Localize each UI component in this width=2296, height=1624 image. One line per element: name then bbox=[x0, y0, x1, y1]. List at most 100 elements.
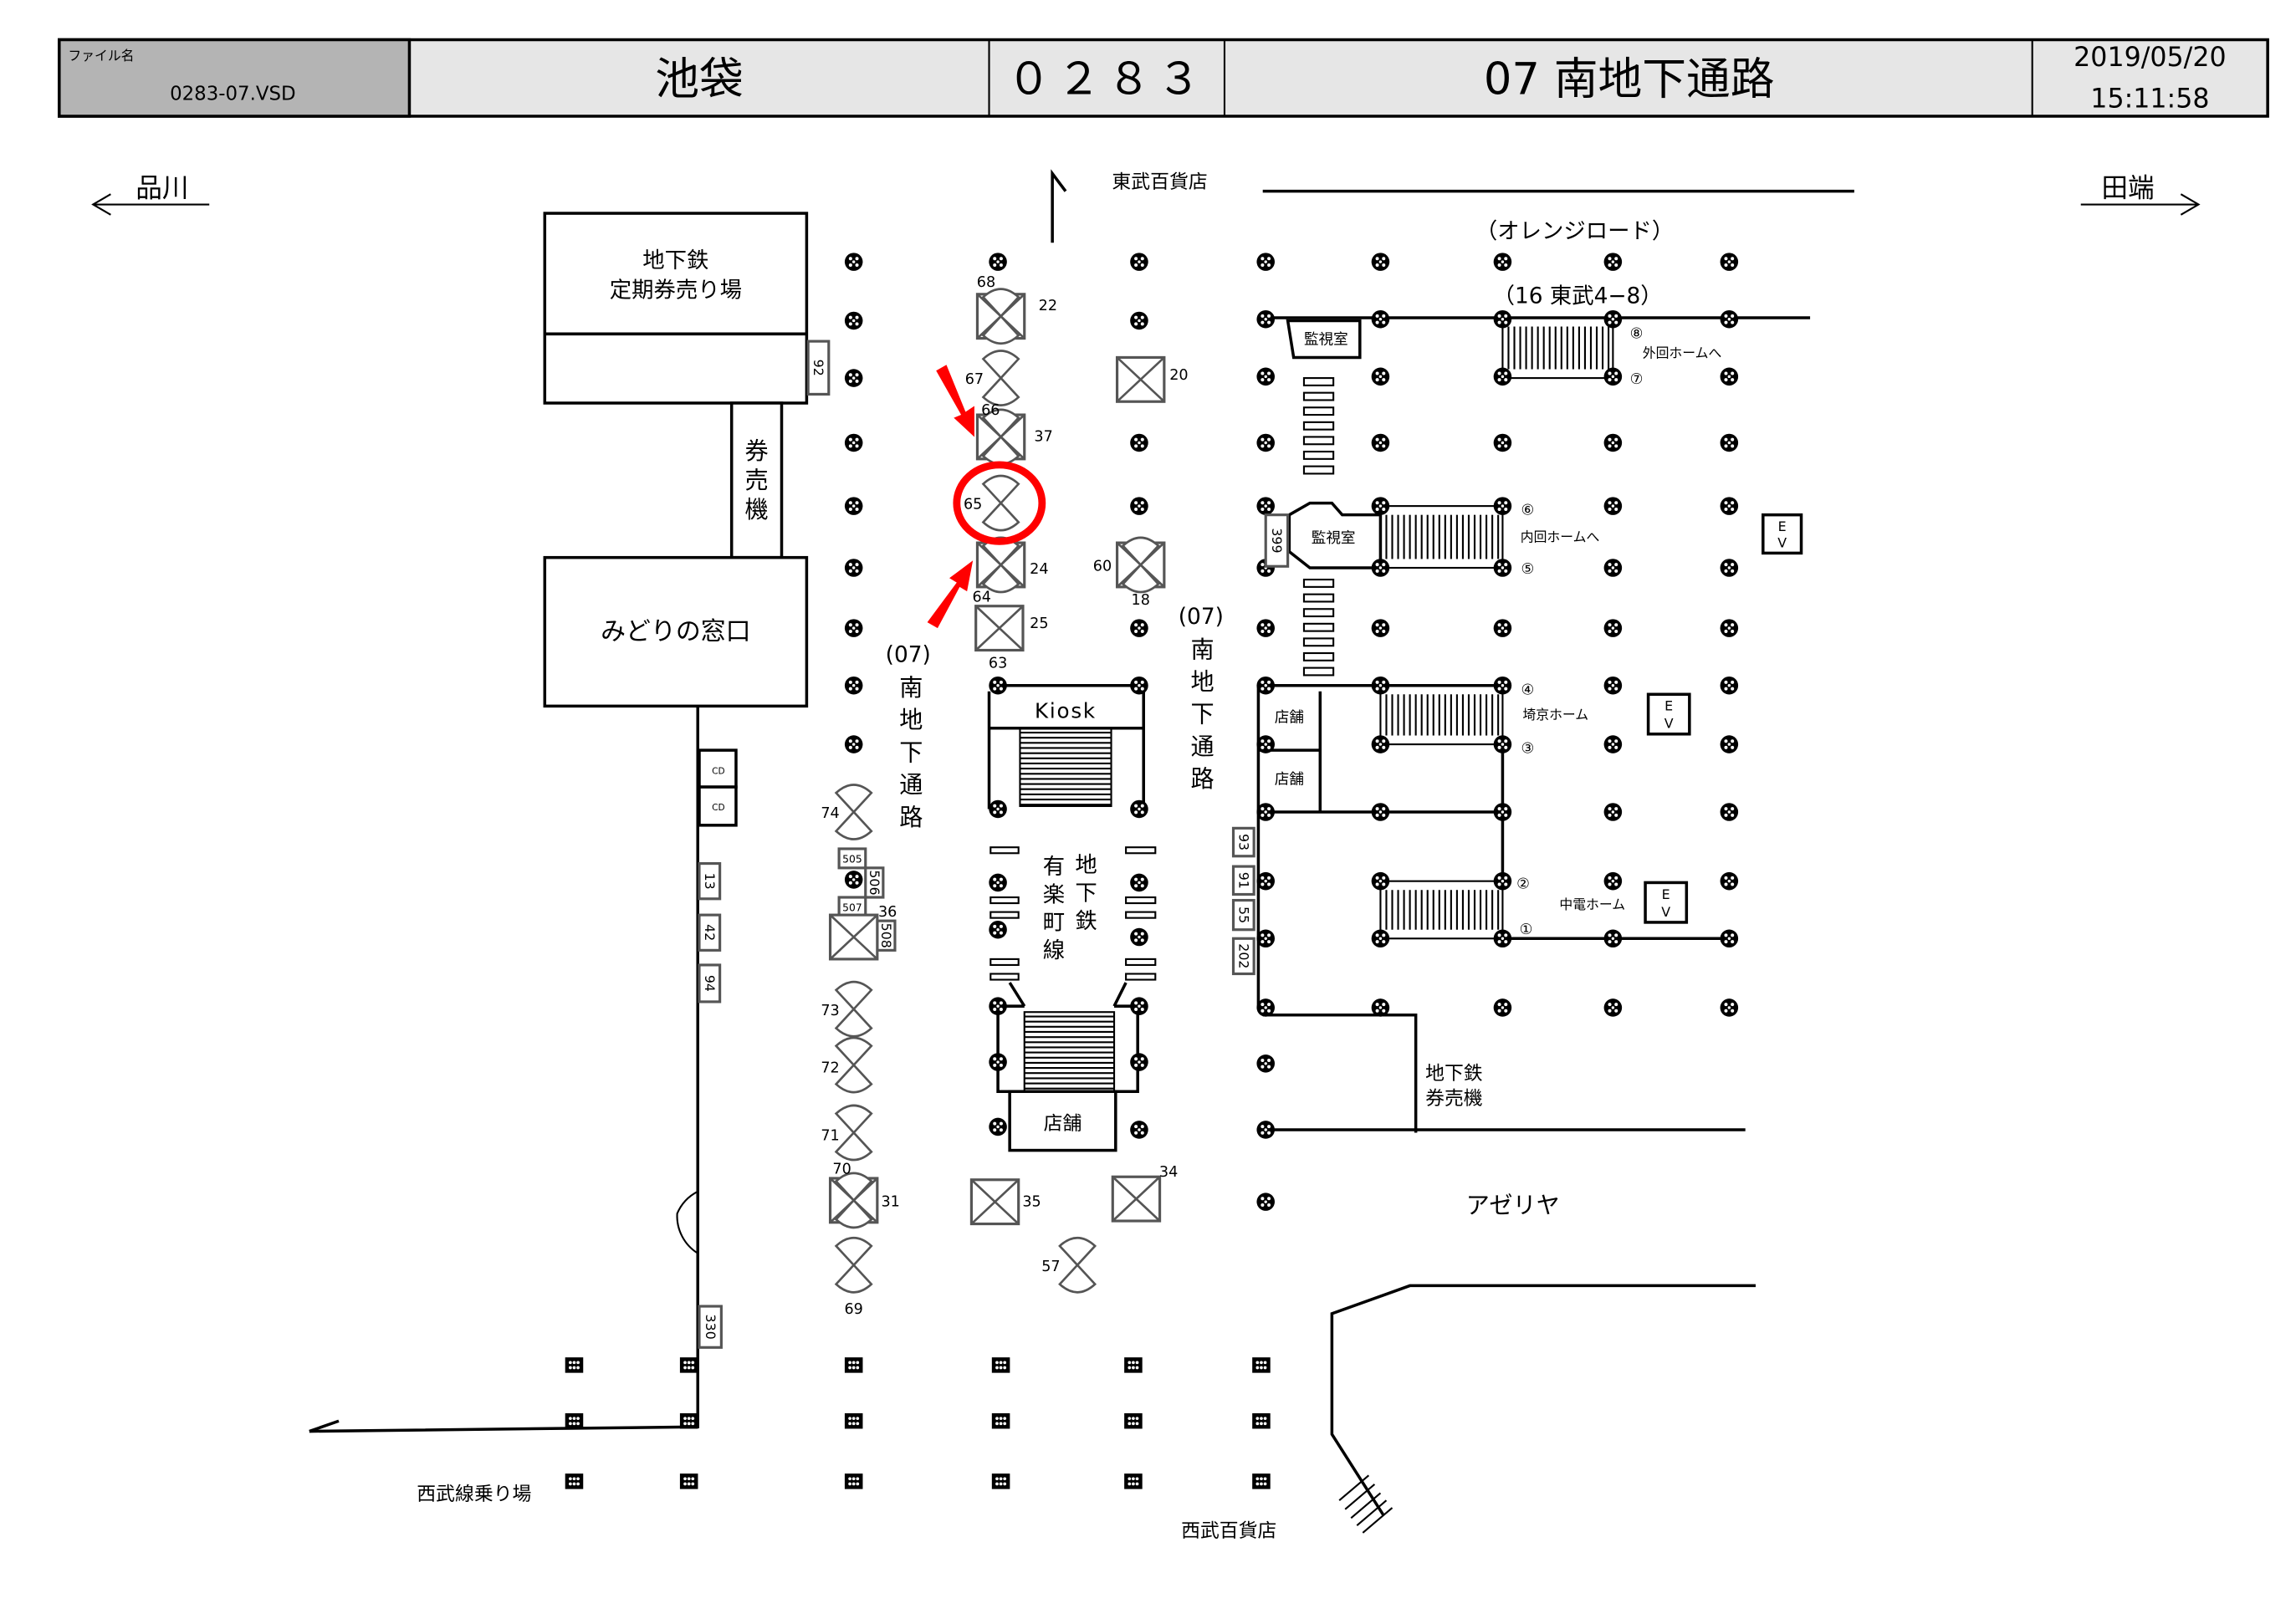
pillar bbox=[1603, 367, 1623, 386]
pillar bbox=[1493, 253, 1512, 271]
ev-label: E bbox=[1662, 886, 1670, 902]
passage-char: 地 bbox=[1191, 668, 1214, 696]
ad-location-35[interactable]: 35 bbox=[969, 1178, 1041, 1226]
stair-mark bbox=[1125, 973, 1157, 981]
stair-mark bbox=[1302, 637, 1335, 647]
wall-box-508: 508 bbox=[876, 919, 897, 952]
passage-char: 路 bbox=[1191, 765, 1214, 793]
ad-location-number: 71 bbox=[821, 1127, 839, 1144]
seibu-platform-label: 西武線乗り場 bbox=[417, 1484, 531, 1505]
pillar bbox=[1603, 253, 1623, 271]
highlight-marker bbox=[927, 365, 1046, 629]
pillar bbox=[1256, 367, 1275, 386]
pillar bbox=[991, 1357, 1010, 1373]
ad-location-20[interactable]: 20 bbox=[1115, 355, 1189, 403]
subway-pass-office: 地下鉄 定期券売り場 bbox=[543, 212, 809, 405]
escalator bbox=[1023, 1011, 1116, 1093]
ad-location-36[interactable]: 36 bbox=[828, 904, 897, 961]
wall-box-label: 42 bbox=[702, 924, 718, 941]
pillar bbox=[989, 920, 1007, 939]
passage-char: 南 bbox=[899, 674, 923, 702]
stair-mark bbox=[989, 958, 1020, 966]
pillar bbox=[1603, 433, 1623, 452]
kiosk-label: Kiosk bbox=[1035, 698, 1097, 723]
stair-mark bbox=[1302, 391, 1335, 401]
pillar bbox=[1252, 1413, 1271, 1429]
ad-location-72[interactable]: 72 bbox=[821, 1036, 873, 1094]
chuden-home-label: 中電ホーム bbox=[1559, 896, 1625, 912]
passage-number: (07) bbox=[1179, 605, 1224, 630]
pillar bbox=[844, 433, 863, 452]
ev-label: E bbox=[1778, 518, 1787, 534]
wall-box-label: 507 bbox=[842, 902, 862, 914]
ad-location-number: 37 bbox=[1034, 429, 1052, 446]
ad-location-67[interactable]: 67 bbox=[965, 350, 1020, 406]
wall-box-507: 507 bbox=[837, 896, 867, 918]
ad-location-71[interactable]: 71 bbox=[821, 1104, 873, 1162]
ad-location-number: 35 bbox=[1022, 1193, 1041, 1210]
ad-location-number: 36 bbox=[878, 904, 897, 921]
pillar bbox=[1603, 676, 1623, 695]
stair-mark bbox=[1302, 465, 1335, 475]
wall-box-label: 506 bbox=[867, 870, 882, 895]
elevator-3: E V bbox=[1644, 881, 1689, 924]
arrow-right-icon bbox=[2080, 193, 2201, 216]
ad-location-74[interactable]: 74 bbox=[821, 784, 873, 840]
shop-label: 店舗 bbox=[1275, 710, 1304, 727]
wall-box-330: 330 bbox=[698, 1305, 723, 1349]
seibu-dept-label: 西武百貨店 bbox=[1181, 1520, 1276, 1542]
ad-location-number: 73 bbox=[821, 1003, 839, 1019]
pillar bbox=[989, 253, 1007, 271]
pillar bbox=[1371, 309, 1390, 329]
subway-ticket-label: 券売機 bbox=[1425, 1088, 1483, 1110]
subway-ticket-label: 地下鉄 bbox=[1425, 1063, 1483, 1085]
ad-location-number: 25 bbox=[1030, 615, 1048, 632]
pillar bbox=[679, 1473, 698, 1489]
wall-box-93: 93 bbox=[1231, 826, 1255, 858]
pillar bbox=[989, 1117, 1007, 1136]
saikyo-home-label: 埼京ホーム bbox=[1522, 707, 1588, 723]
direction-shinagawa: 品川 bbox=[91, 174, 210, 216]
ad-location-69[interactable]: 69 bbox=[834, 1236, 873, 1318]
pillar bbox=[1371, 559, 1390, 577]
pillar bbox=[989, 799, 1007, 819]
tobu-line-label: （16 東武4−8） bbox=[1493, 283, 1663, 309]
ad-location-73[interactable]: 73 bbox=[821, 980, 873, 1038]
exit-number-8: ⑧ bbox=[1630, 326, 1644, 343]
pillar bbox=[1256, 803, 1275, 821]
passage-char: 下 bbox=[1191, 701, 1214, 728]
escalator bbox=[1019, 727, 1112, 808]
ad-location-65[interactable]: 65 bbox=[964, 474, 1020, 532]
ev-label: E bbox=[1664, 698, 1673, 714]
pillar bbox=[1720, 735, 1739, 753]
pillar bbox=[1256, 1055, 1275, 1073]
pillar bbox=[565, 1413, 584, 1429]
date: 2019/05/20 bbox=[2074, 43, 2226, 73]
pillar bbox=[1603, 929, 1623, 948]
wall-box-label: 13 bbox=[702, 873, 718, 890]
red-arrow-icon bbox=[927, 560, 974, 629]
exit-number-5: ⑤ bbox=[1521, 561, 1534, 578]
escalator bbox=[1379, 505, 1504, 569]
ad-location-number: 34 bbox=[1159, 1164, 1178, 1181]
wall-box-13: 13 bbox=[698, 861, 722, 901]
ad-location-number: 60 bbox=[1093, 559, 1112, 575]
pillar bbox=[1256, 433, 1275, 452]
pillar bbox=[1493, 367, 1512, 386]
pillar bbox=[1720, 253, 1739, 271]
pillar bbox=[844, 559, 863, 577]
ad-location-57[interactable]: 57 bbox=[1041, 1236, 1097, 1294]
title-block: ファイル名 0283-07.VSD 池袋 ０２８３ 07 南地下通路 2019/… bbox=[58, 38, 2269, 118]
pillar bbox=[565, 1357, 584, 1373]
pillar bbox=[1371, 929, 1390, 948]
pillar bbox=[844, 871, 863, 889]
ad-location-number: 22 bbox=[1039, 298, 1057, 314]
ad-location-34[interactable]: 34 bbox=[1111, 1164, 1178, 1223]
